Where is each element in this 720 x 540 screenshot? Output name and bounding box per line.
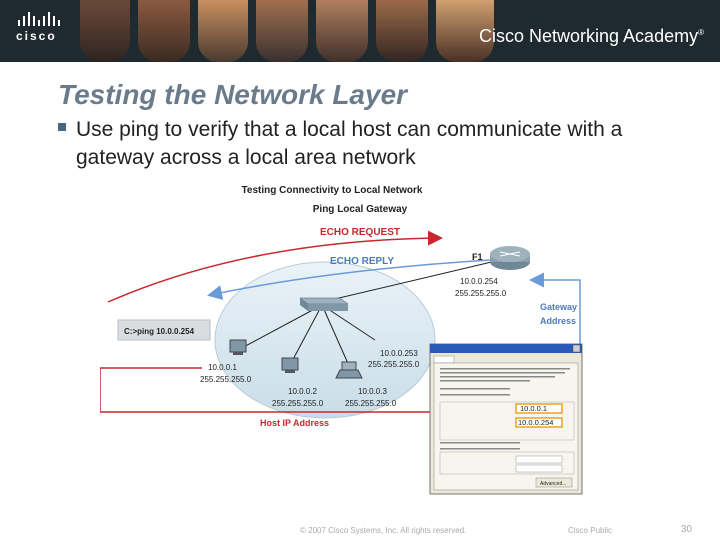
lan-ellipse <box>214 261 436 419</box>
cisco-logo: cisco <box>16 12 60 43</box>
router-icon <box>490 246 530 270</box>
bullet-text: Use ping to verify that a local host can… <box>76 118 623 169</box>
host-laptop-icon <box>335 361 363 379</box>
switch-mask: 255.255.255.0 <box>368 360 420 369</box>
photo-person <box>436 0 494 62</box>
header-banner: cisco Cisco Networking Academy® <box>0 0 720 62</box>
command-box <box>117 319 211 341</box>
command-text: C:>ping 10.0.0.254 <box>124 327 195 336</box>
dialog-gateway-highlight <box>515 417 563 428</box>
dialog-gateway-value: 10.0.0.254 <box>518 418 553 427</box>
photo-person <box>376 0 428 62</box>
host-ip-arrow-line <box>100 367 432 413</box>
photo-person <box>256 0 308 62</box>
page-number: 30 <box>680 524 692 535</box>
echo-request-arrow <box>107 230 443 303</box>
slide-title: Testing the Network Layer <box>58 79 408 110</box>
diagram-subtitle: Ping Local Gateway <box>313 204 408 215</box>
router-name: F1 <box>472 252 483 262</box>
network-diagram: Testing Connectivity to Local Network Pi… <box>100 185 583 495</box>
photo-person <box>80 0 130 62</box>
gateway-label-1: Gateway <box>540 302 577 312</box>
echo-request-label: ECHO REQUEST <box>320 227 400 238</box>
switch-icon <box>299 297 349 311</box>
host-pc-icon <box>229 339 247 355</box>
switch-ip: 10.0.0.253 <box>380 349 418 358</box>
router-ip: 10.0.0.254 <box>460 277 498 286</box>
bullet-item: Use ping to verify that a local host can… <box>58 116 658 172</box>
host2-mask: 255.255.255.0 <box>272 399 324 408</box>
echo-reply-label: ECHO REPLY <box>330 256 394 267</box>
host3-ip: 10.0.0.3 <box>358 387 387 396</box>
echo-reply-arrow <box>207 259 491 300</box>
host1-ip: 10.0.0.1 <box>208 363 237 372</box>
cisco-logo-text: cisco <box>16 29 57 43</box>
footer-copyright: © 2007 Cisco Systems, Inc. All rights re… <box>300 526 467 535</box>
host3-mask: 255.255.255.0 <box>345 399 397 408</box>
photo-person <box>138 0 190 62</box>
photo-person <box>316 0 368 62</box>
photo-person <box>198 0 248 62</box>
host-ip-label: Host IP Address <box>260 418 329 428</box>
host-pc-icon <box>281 357 299 373</box>
host2-ip: 10.0.0.2 <box>288 387 317 396</box>
tcpip-dialog <box>429 343 583 495</box>
footer-confidential: Cisco Public <box>568 526 613 535</box>
photo-strip <box>80 0 500 62</box>
gateway-label-2: Address <box>540 316 576 326</box>
dialog-ip-value: 10.0.0.1 <box>520 404 547 413</box>
router-mask: 255.255.255.0 <box>455 289 507 298</box>
diagram-title: Testing Connectivity to Local Network <box>242 185 423 196</box>
bullet-marker <box>58 123 66 131</box>
dialog-ip-highlight <box>515 403 563 414</box>
academy-label: Cisco Networking Academy® <box>479 26 704 46</box>
dialog-advanced-button: Advanced... <box>540 481 566 487</box>
host1-mask: 255.255.255.0 <box>200 375 252 384</box>
